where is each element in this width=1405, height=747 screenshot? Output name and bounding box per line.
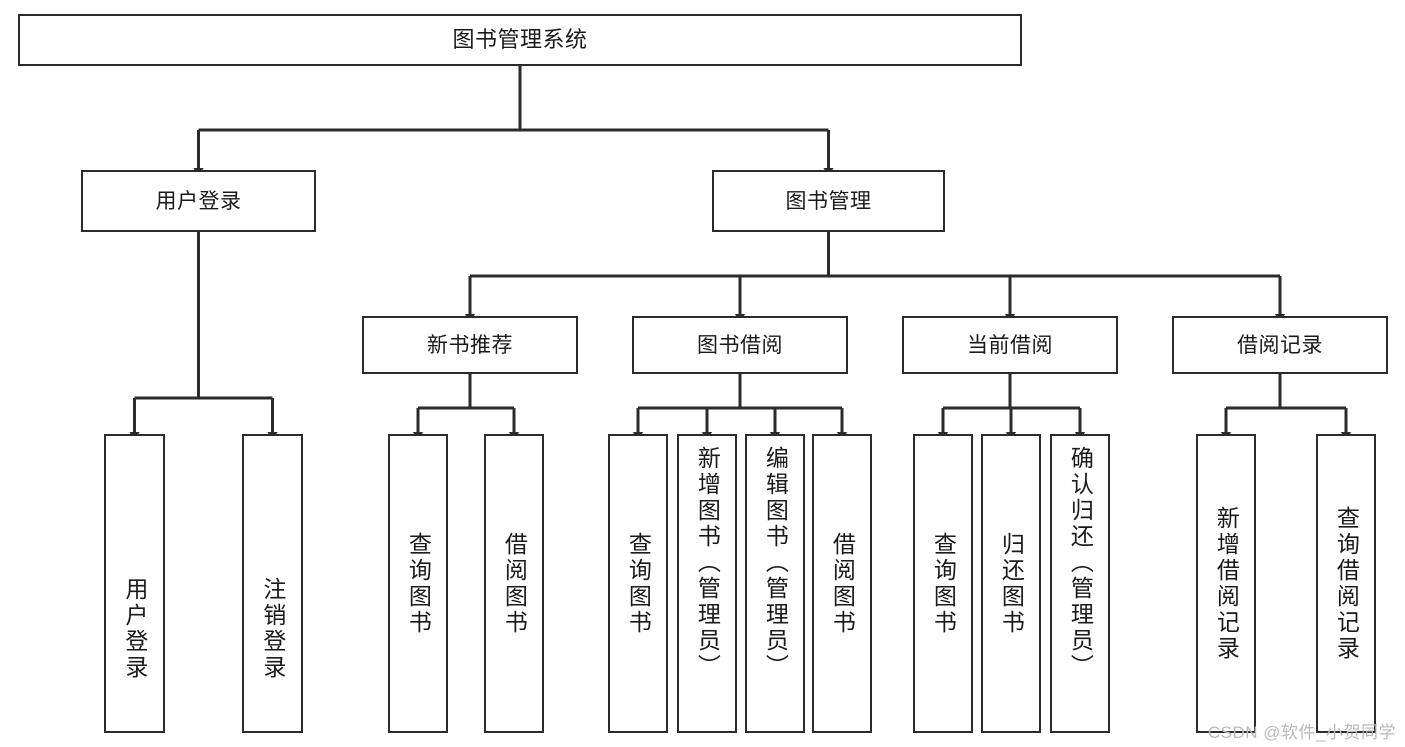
node-leaf-user-login[interactable]: 用户登录 <box>104 434 165 733</box>
node-leaf-confirm-return[interactable]: 确认归还（管理员） <box>1050 434 1110 733</box>
node-label: 查询图书 <box>930 531 957 636</box>
node-root[interactable]: 图书管理系统 <box>18 14 1022 66</box>
node-label: 用户登录 <box>155 189 242 213</box>
node-leaf-query-book-1[interactable]: 查询图书 <box>388 434 448 733</box>
node-label: 注销登录 <box>259 577 286 681</box>
node-book-borrow[interactable]: 图书借阅 <box>632 316 848 374</box>
node-label: 查询借阅记录 <box>1333 505 1360 662</box>
node-leaf-return-book[interactable]: 归还图书 <box>981 434 1041 733</box>
node-leaf-logout[interactable]: 注销登录 <box>242 434 303 733</box>
node-user-login[interactable]: 用户登录 <box>81 170 316 232</box>
node-label: 当前借阅 <box>967 333 1053 357</box>
node-leaf-borrow-book-1[interactable]: 借阅图书 <box>484 434 544 733</box>
node-label: 借阅图书 <box>501 531 528 636</box>
node-label: 借阅记录 <box>1237 333 1323 357</box>
node-leaf-edit-book[interactable]: 编辑图书（管理员） <box>745 434 805 733</box>
node-leaf-query-book-3[interactable]: 查询图书 <box>913 434 973 733</box>
connector-lines <box>129 66 1352 441</box>
node-label: 确认归还（管理员） <box>1067 446 1094 680</box>
node-leaf-borrow-book-2[interactable]: 借阅图书 <box>812 434 872 733</box>
node-label: 新增图书（管理员） <box>694 446 721 680</box>
node-label: 新书推荐 <box>427 333 513 357</box>
watermark: CSDN @软件_小贺同学 <box>1207 723 1396 742</box>
node-label: 用户登录 <box>121 577 148 681</box>
node-leaf-add-book[interactable]: 新增图书（管理员） <box>677 434 737 733</box>
node-leaf-query-record[interactable]: 查询借阅记录 <box>1316 434 1376 733</box>
node-label: 图书借阅 <box>697 333 783 357</box>
node-label: 编辑图书（管理员） <box>762 446 789 680</box>
node-label: 归还图书 <box>998 531 1025 636</box>
node-label: 图书管理系统 <box>452 27 588 52</box>
node-label: 借阅图书 <box>829 531 856 636</box>
node-label: 查询图书 <box>625 531 652 636</box>
node-label: 图书管理 <box>785 189 872 213</box>
node-label: 新增借阅记录 <box>1213 505 1240 662</box>
node-book-manage[interactable]: 图书管理 <box>712 170 945 232</box>
node-borrow-record[interactable]: 借阅记录 <box>1172 316 1388 374</box>
node-new-book-rec[interactable]: 新书推荐 <box>362 316 578 374</box>
node-label: 查询图书 <box>405 531 432 636</box>
node-leaf-query-book-2[interactable]: 查询图书 <box>608 434 668 733</box>
node-leaf-add-record[interactable]: 新增借阅记录 <box>1196 434 1256 733</box>
node-current-borrow[interactable]: 当前借阅 <box>902 316 1118 374</box>
